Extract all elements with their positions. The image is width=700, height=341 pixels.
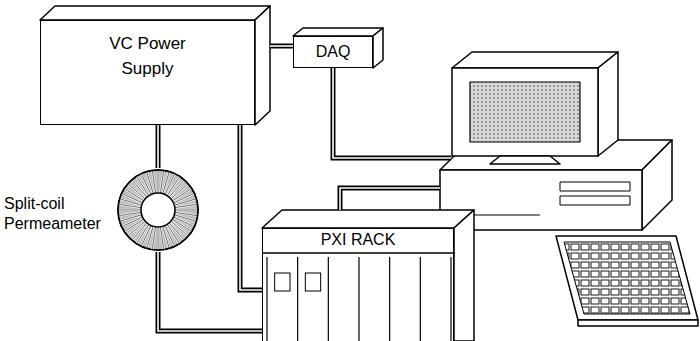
pxi-rack: PXI RACK xyxy=(262,228,454,341)
cable xyxy=(340,188,440,210)
box-side-face xyxy=(454,210,474,341)
box-side-face xyxy=(373,28,383,68)
power-supply-box: VC Power Supply xyxy=(40,20,255,125)
cable-connector xyxy=(158,125,159,168)
node-label: Split-coil Permeameter xyxy=(4,194,112,234)
computer-illustration xyxy=(440,52,698,326)
box-3d-faces xyxy=(40,6,474,341)
box-top-face xyxy=(40,6,270,20)
permeameter-coil: Split-coil Permeameter xyxy=(116,168,200,252)
box-top-face xyxy=(293,28,383,36)
cable xyxy=(333,68,451,158)
cable-connector xyxy=(240,125,262,290)
node-label: VC Power Supply xyxy=(93,31,203,81)
node-label: PXI RACK xyxy=(263,229,453,251)
computer-cables xyxy=(333,68,451,210)
daq-box: DAQ xyxy=(293,36,373,68)
node-label: DAQ xyxy=(316,43,351,61)
box-top-face xyxy=(262,210,474,228)
cable-connector xyxy=(270,46,293,47)
toroid-coil xyxy=(116,168,200,252)
box-side-face xyxy=(255,6,270,125)
